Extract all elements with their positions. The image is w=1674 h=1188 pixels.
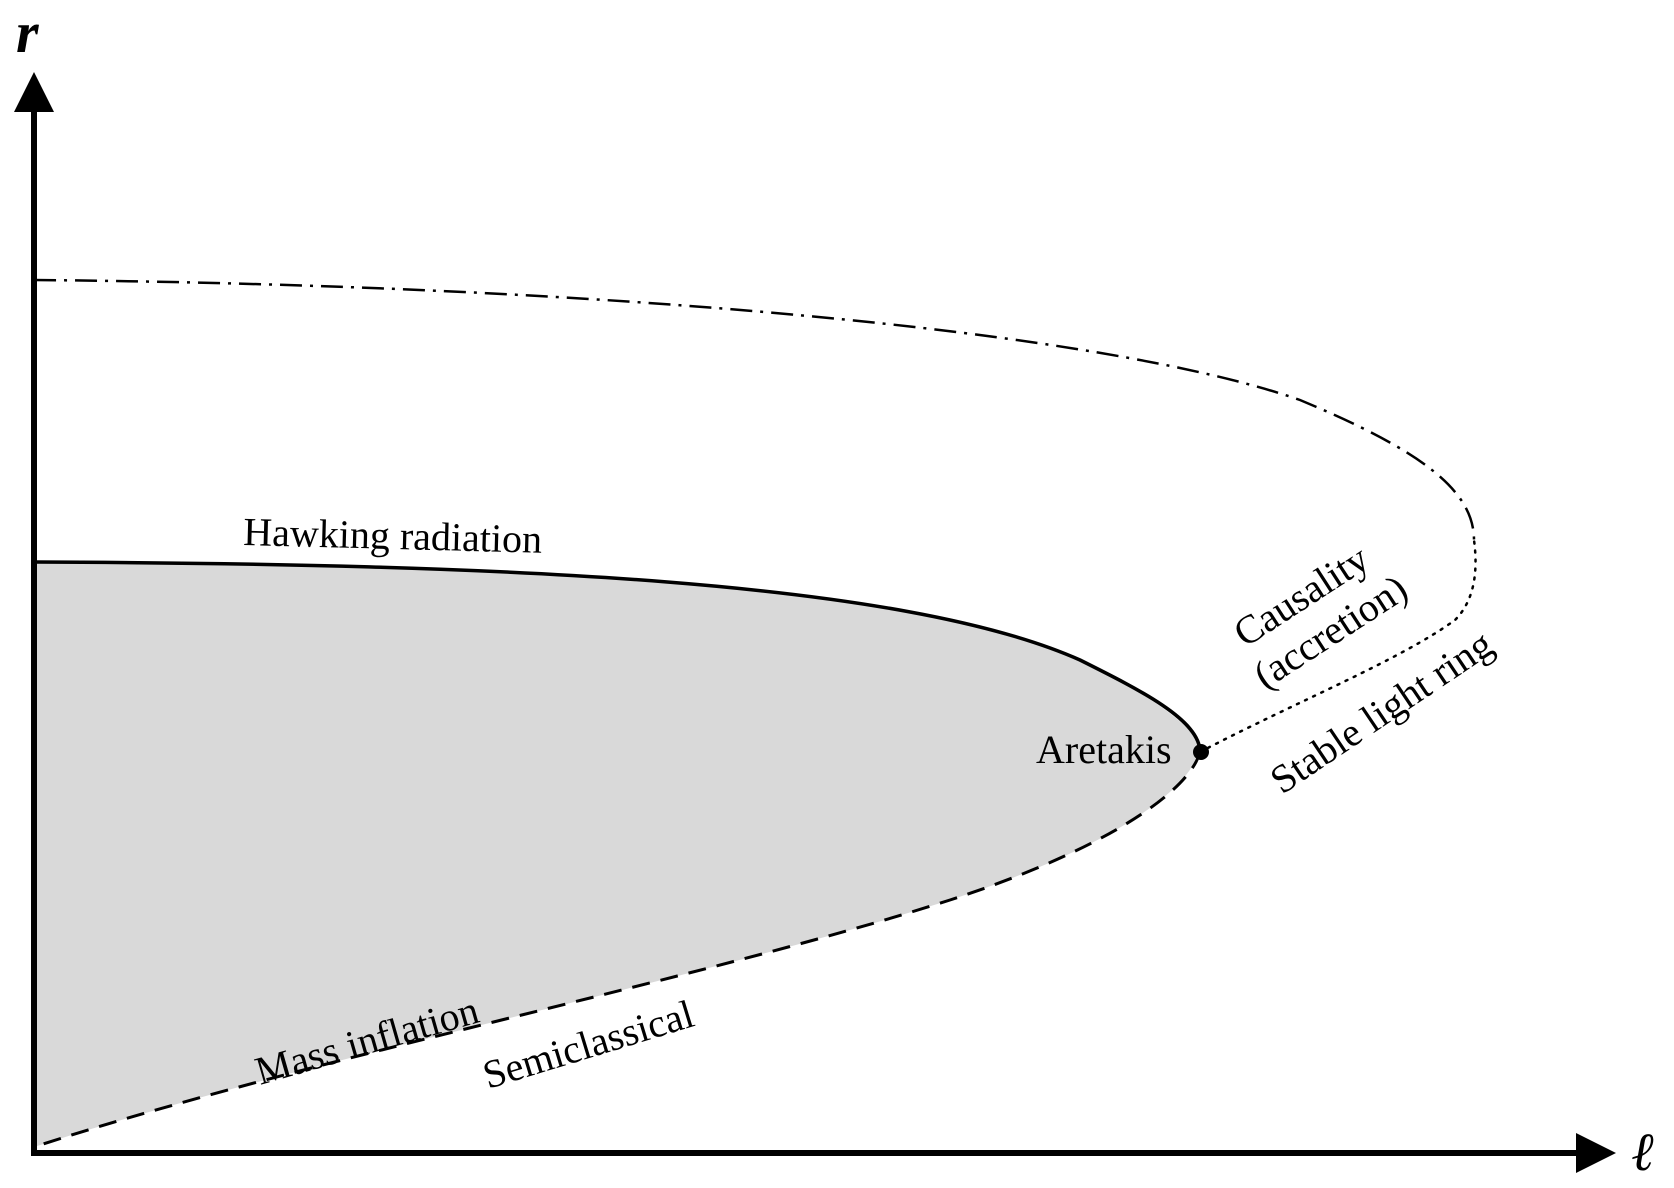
stable-light-ring-curve [1198, 538, 1477, 754]
hawking-radiation-label: Hawking radiation [243, 509, 543, 562]
r-axis-label: r [16, 0, 39, 65]
causality-curve [33, 278, 1476, 541]
hawking-radiation-curve [33, 560, 1202, 753]
allowed-region [34, 562, 1199, 1147]
aretakis-label: Aretakis [1036, 727, 1172, 772]
aretakis-point [1193, 744, 1209, 760]
l-axis-label: ℓ [1632, 1122, 1655, 1182]
l-axis-arrowhead [1576, 1133, 1616, 1173]
semiclassical-curve [33, 751, 1202, 1149]
r-axis-arrowhead [14, 72, 54, 112]
